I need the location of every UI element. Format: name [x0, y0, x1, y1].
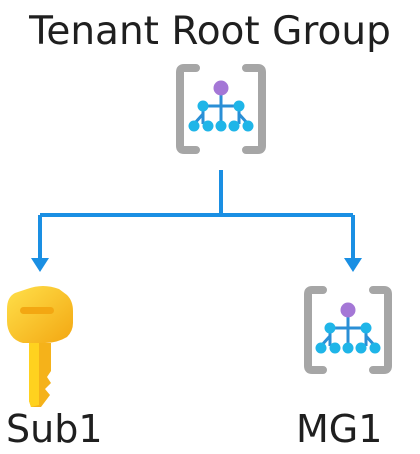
subscription-key-icon — [7, 286, 73, 407]
mg1-management-group-icon — [304, 286, 392, 374]
connector-arrowheads — [31, 258, 362, 272]
root-group-title: Tenant Root Group — [29, 9, 391, 54]
mg1-label: MG1 — [296, 407, 383, 451]
root-management-group-icon — [176, 64, 266, 154]
connector-lines — [38, 170, 355, 262]
sub1-label: Sub1 — [6, 407, 103, 451]
